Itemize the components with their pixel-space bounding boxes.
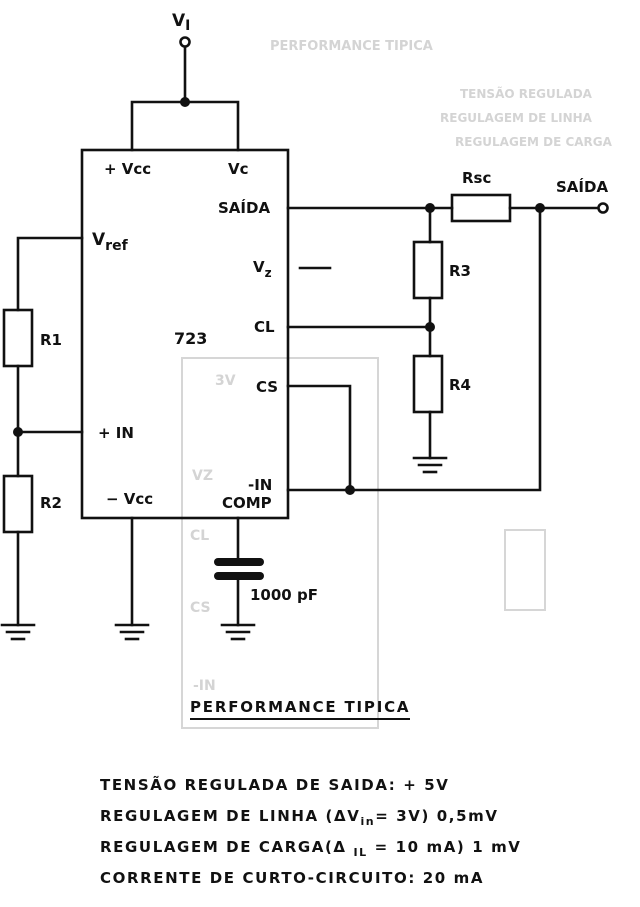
- output-terminal: [597, 202, 609, 214]
- performance-title: PERFORMANCE TIPICA: [190, 698, 411, 720]
- output-label: SAÍDA: [556, 177, 608, 196]
- vref-wire: [16, 236, 84, 312]
- capacitor-label: 1000 pF: [250, 586, 318, 604]
- pin-minus-vcc: − Vcc: [106, 490, 153, 508]
- r2-label: R2: [40, 494, 62, 512]
- ic-723-body: [80, 148, 290, 520]
- svg-text:CS: CS: [190, 600, 211, 616]
- pin-plus-vcc: + Vcc: [104, 160, 151, 178]
- svg-text:CL: CL: [190, 528, 209, 544]
- spec-line-short-circuit-current: CORRENTE DE CURTO-CIRCUITO: 20 mA: [100, 869, 485, 887]
- minus-in-feedback-wire: [286, 206, 542, 492]
- pin-minus-in: -IN: [248, 476, 272, 494]
- ic-name: 723: [174, 329, 207, 348]
- ground-icon: [0, 623, 36, 641]
- svg-text:PERFORMANCE TIPICA: PERFORMANCE TIPICA: [270, 39, 433, 54]
- spec-line-line-regulation: REGULAGEM DE LINHA (ΔVin= 3V) 0,5mV: [100, 807, 499, 828]
- pin-vc: Vc: [228, 160, 249, 178]
- input-terminal: [179, 36, 191, 48]
- pin-saida: SAÍDA: [218, 198, 270, 217]
- performance-block: PERFORMANCE TIPICA TENSÃO REGULADA DE SA…: [100, 698, 620, 894]
- resistor-r1: [2, 308, 34, 368]
- pin-cs: CS: [256, 378, 278, 396]
- pin-vref: Vref: [92, 230, 129, 254]
- resistor-r3: [412, 240, 444, 300]
- ground-icon: [220, 623, 256, 641]
- bleed-through-ghost: PERFORMANCE TIPICA TENSÃO REGULADA REGUL…: [181, 39, 613, 729]
- r1-label: R1: [40, 331, 62, 349]
- resistor-r2: [2, 474, 34, 534]
- r4-label: R4: [449, 376, 471, 394]
- pin-vz: Vz: [253, 258, 272, 280]
- resistor-r4: [412, 354, 444, 414]
- circuit-schematic: PERFORMANCE TIPICA TENSÃO REGULADA REGUL…: [0, 11, 613, 729]
- svg-text:REGULAGEM DE LINHA: REGULAGEM DE LINHA: [440, 111, 593, 125]
- spec-line-output-voltage: TENSÃO REGULADA DE SAIDA: + 5V: [100, 776, 450, 794]
- pin-cl: CL: [254, 318, 275, 336]
- resistor-rsc: [450, 193, 512, 223]
- supply-bus: [130, 100, 240, 152]
- ground-icon: [412, 456, 448, 474]
- svg-text:-IN: -IN: [193, 678, 216, 694]
- svg-text:TENSÃO REGULADA: TENSÃO REGULADA: [460, 86, 593, 101]
- r3-label: R3: [449, 262, 471, 280]
- pin-plus-in: + IN: [98, 424, 134, 442]
- capacitor-icon: [214, 558, 264, 580]
- spec-line-load-regulation: REGULAGEM DE CARGA(Δ IL = 10 mA) 1 mV: [100, 838, 522, 859]
- cs-wire: [286, 384, 352, 492]
- svg-text:REGULAGEM DE CARGA: REGULAGEM DE CARGA: [455, 135, 613, 149]
- svg-text:3V: 3V: [215, 373, 236, 389]
- pin-comp: COMP: [222, 494, 272, 512]
- rsc-label: Rsc: [462, 169, 491, 187]
- svg-text:VZ: VZ: [192, 468, 213, 484]
- input-label: VI: [172, 11, 190, 34]
- ground-icon: [114, 623, 150, 641]
